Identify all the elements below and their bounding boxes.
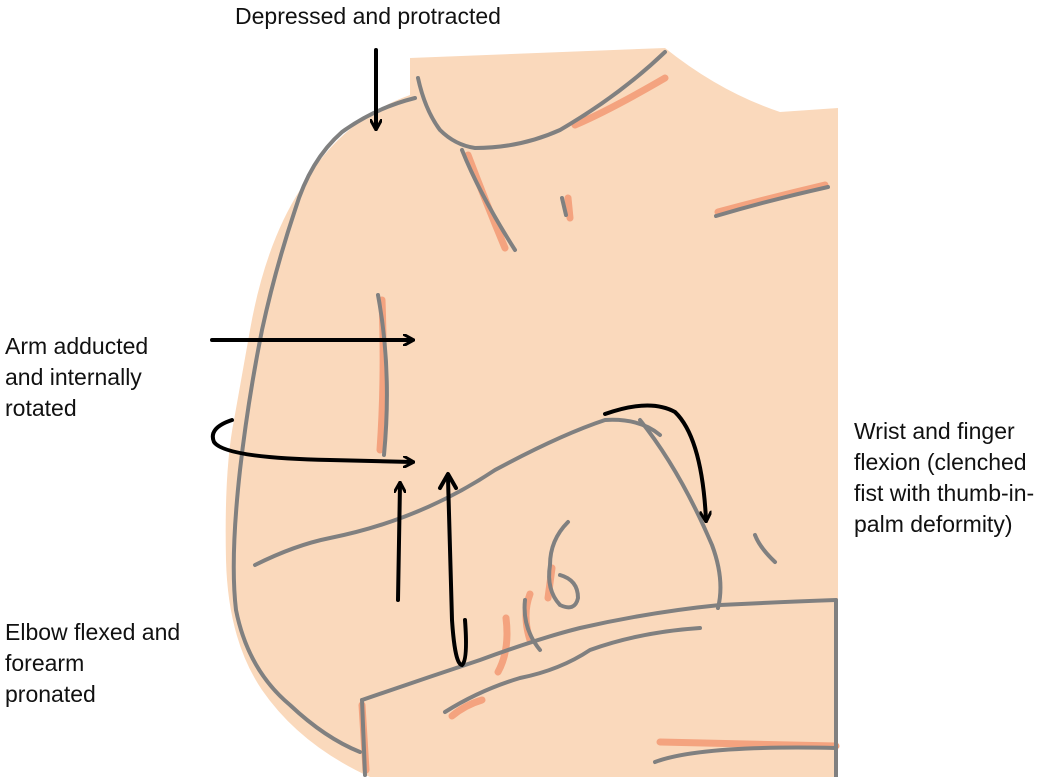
arm-label-line: and internally bbox=[5, 364, 142, 390]
wrist-label-line: Wrist and finger bbox=[854, 418, 1015, 444]
forearm-pronation-arrow bbox=[446, 476, 468, 668]
elbow-label-line: pronated bbox=[5, 681, 96, 707]
shoulder-label: Depressed and protracted bbox=[235, 1, 501, 32]
arm-rotation-arrow bbox=[210, 418, 412, 462]
wrist-flex-arrow bbox=[603, 403, 706, 520]
wrist-label-line: flexion (clenched bbox=[854, 449, 1027, 475]
body-silhouette bbox=[225, 48, 838, 777]
wrist-label-line: palm deformity) bbox=[854, 511, 1013, 537]
arm-label-line: Arm adducted bbox=[5, 333, 149, 359]
wrist-label-line: fist with thumb-in- bbox=[854, 480, 1035, 506]
elbow-label-line: Elbow flexed and bbox=[5, 619, 181, 645]
elbow-label: Elbow flexed and forearm pronated bbox=[5, 617, 180, 710]
pronation-arrowhead bbox=[438, 472, 458, 490]
elbow-flex-arrow bbox=[398, 484, 400, 602]
arm-label: Arm adducted and internally rotated bbox=[5, 331, 148, 424]
posture-arrows bbox=[210, 48, 706, 668]
arm-label-line: rotated bbox=[5, 395, 77, 421]
elbow-label-line: forearm bbox=[5, 650, 85, 676]
shoulder-label-line: Depressed and protracted bbox=[235, 3, 501, 29]
wrist-label: Wrist and finger flexion (clenched fist … bbox=[854, 416, 1034, 540]
outline-strokes bbox=[231, 50, 838, 777]
